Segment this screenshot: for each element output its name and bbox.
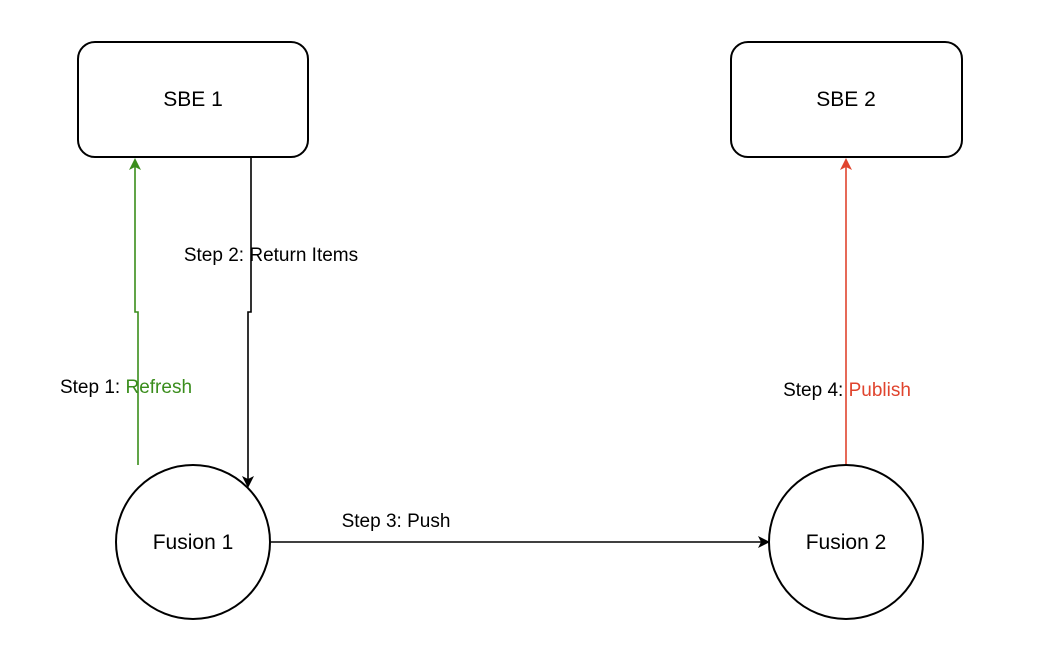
node-sbe-1-label: SBE 1 (163, 88, 223, 111)
node-sbe-2-label: SBE 2 (816, 88, 876, 111)
node-fusion-1-circle (115, 464, 271, 620)
node-fusion-1: Fusion 1 (115, 464, 271, 620)
edge-label-step2-prefix: Step 2: (184, 245, 250, 266)
edge-label-step1: Step 1: Refresh (60, 377, 192, 398)
node-fusion-1-label: Fusion 1 (153, 531, 234, 554)
edge-label-step4-action: Publish (849, 380, 911, 401)
edge-label-step1-action: Refresh (125, 377, 192, 398)
node-fusion-2: Fusion 2 (768, 464, 924, 620)
node-sbe-1: SBE 1 (77, 41, 309, 158)
node-sbe-2: SBE 2 (730, 41, 963, 158)
edge-label-step2-action: Return Items (249, 245, 358, 266)
edge-label-step3-action: Push (407, 511, 450, 532)
node-fusion-2-label: Fusion 2 (806, 531, 887, 554)
node-sbe-2-box (730, 41, 963, 158)
edge-label-step3-prefix: Step 3: (342, 511, 408, 532)
edge-label-step4-prefix: Step 4: (783, 380, 849, 401)
edge-label-step3: Step 3: Push (342, 511, 451, 532)
edge-step1-refresh (129, 158, 141, 465)
edge-label-step2: Step 2: Return Items (184, 245, 358, 266)
node-fusion-2-circle (768, 464, 924, 620)
edge-step2-return-items (242, 157, 254, 488)
node-sbe-1-box (77, 41, 309, 158)
edge-label-step4: Step 4: Publish (783, 380, 911, 401)
edge-label-step1-prefix: Step 1: (60, 377, 126, 398)
